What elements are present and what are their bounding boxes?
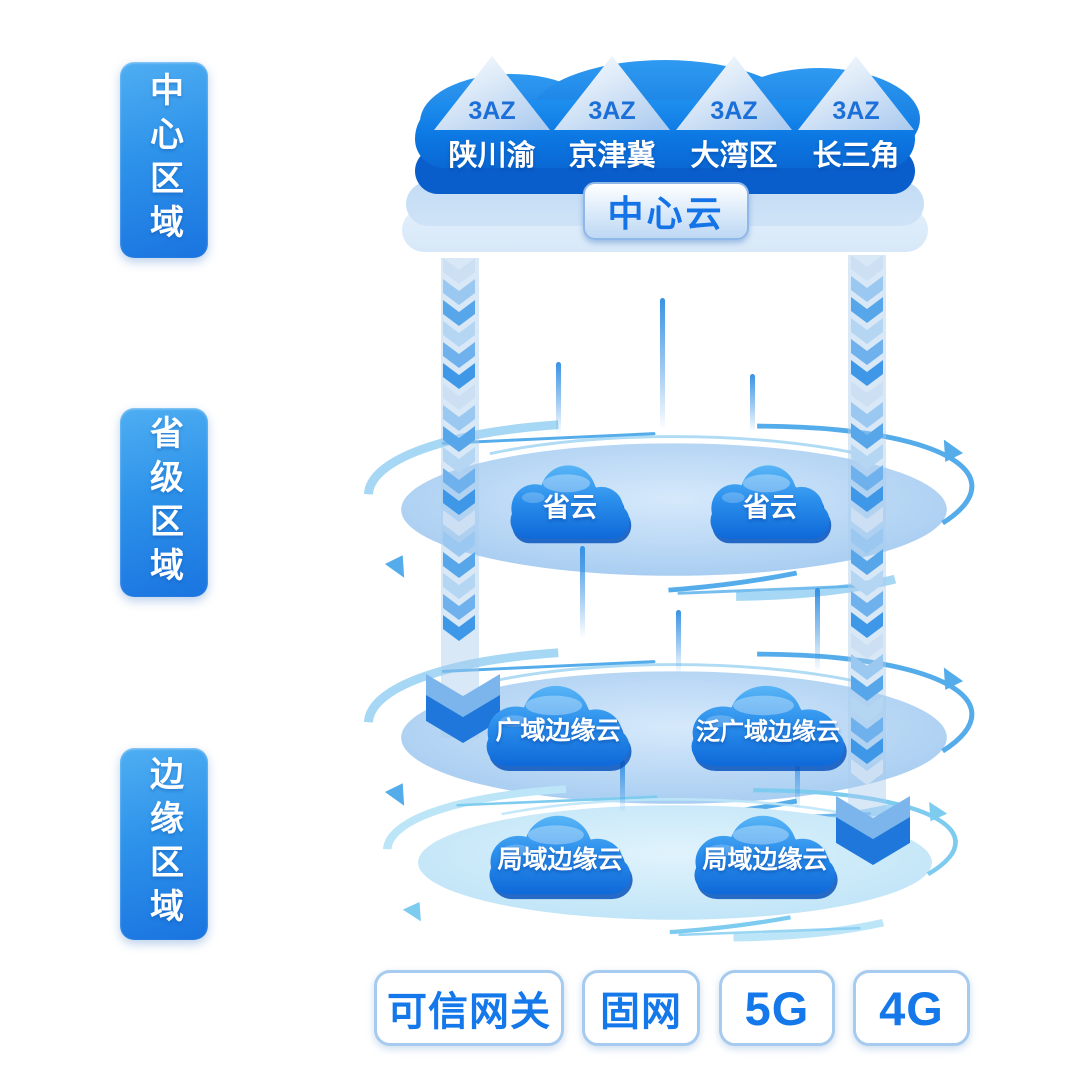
cloud-edge-local-2: 局域边缘云 xyxy=(682,810,848,902)
cloud-edge-wide-1: 广域边缘云 xyxy=(474,680,642,774)
az-triangle-icon: 3AZ xyxy=(434,56,550,130)
az-triangle-icon: 3AZ xyxy=(676,56,792,130)
zone-label: 大湾区 xyxy=(690,140,778,172)
cloud-shape-icon xyxy=(486,685,632,772)
chevron-down-icon xyxy=(851,318,883,344)
chevron-down-icon xyxy=(851,276,883,302)
az-zone-jingjinji: 3AZ 京津冀 xyxy=(554,56,670,174)
zone-label: 陕川渝 xyxy=(448,140,536,172)
chevron-down-icon xyxy=(851,339,883,365)
az-label: 3AZ xyxy=(832,97,880,125)
chevron-down-icon xyxy=(443,615,475,641)
cloud-label: 省云 xyxy=(743,492,797,523)
az-triangle-icon: 3AZ xyxy=(554,56,670,130)
access-node-fixed-network: 固网 xyxy=(582,970,700,1046)
cloud-label: 局域边缘云 xyxy=(497,845,623,874)
chevron-down-icon xyxy=(851,297,883,323)
chevron-down-icon xyxy=(851,360,883,386)
cloud-label: 广域边缘云 xyxy=(495,716,621,745)
chevron-down-icon xyxy=(851,255,883,281)
cloud-shape-icon xyxy=(691,685,847,772)
zone-label: 长三角 xyxy=(812,140,900,172)
az-triangle-icon: 3AZ xyxy=(798,56,914,130)
cloud-province-1: 省云 xyxy=(500,460,640,546)
chevron-down-icon xyxy=(443,300,475,326)
az-zone-changsanjiao: 3AZ 长三角 xyxy=(798,56,914,174)
cloud-edge-wide-2: 泛广域边缘云 xyxy=(678,680,858,774)
access-node-4g: 4G xyxy=(853,970,970,1046)
region-label-edge: 边缘区域 xyxy=(120,748,208,940)
cloud-shape-icon xyxy=(489,815,633,900)
az-label: 3AZ xyxy=(468,97,516,125)
cloud-shape-icon xyxy=(694,815,838,900)
az-zone-dawanqu: 3AZ 大湾区 xyxy=(676,56,792,174)
region-label-province: 省级区域 xyxy=(120,408,208,597)
cloud-label: 泛广域边缘云 xyxy=(696,718,840,746)
chevron-down-icon xyxy=(443,363,475,389)
access-node-5g: 5G xyxy=(719,970,835,1046)
chevron-down-icon xyxy=(443,258,475,284)
az-label: 3AZ xyxy=(710,97,758,125)
chevron-down-icon xyxy=(443,384,475,410)
cloud-shape-icon xyxy=(710,465,832,544)
zone-label: 京津冀 xyxy=(568,140,656,172)
chevron-down-icon xyxy=(443,321,475,347)
cloud-province-2: 省云 xyxy=(700,460,840,546)
chevron-down-icon xyxy=(443,342,475,368)
cloud-bump xyxy=(530,60,800,172)
province-disc xyxy=(363,418,985,601)
cloud-edge-local-1: 局域边缘云 xyxy=(477,810,643,902)
cloud-bump xyxy=(420,74,602,170)
region-label-center: 中心区域 xyxy=(120,62,208,258)
access-node-trusted-gateway: 可信网关 xyxy=(374,970,564,1046)
cloud-label: 局域边缘云 xyxy=(702,845,828,874)
cloud-label: 省云 xyxy=(543,492,597,523)
center-cloud-badge: 中心云 xyxy=(583,182,749,240)
az-label: 3AZ xyxy=(588,97,636,125)
chevron-down-icon xyxy=(851,612,883,638)
az-zone-shaanchuanyu: 3AZ 陕川渝 xyxy=(434,56,550,174)
edge-local-disc xyxy=(383,783,967,942)
cloud-bump xyxy=(718,68,920,170)
cloud-body xyxy=(415,100,915,168)
light-beam xyxy=(660,298,665,430)
chevron-down-icon xyxy=(443,279,475,305)
cloud-shape-icon xyxy=(510,465,632,544)
chevron-down-icon xyxy=(851,381,883,407)
